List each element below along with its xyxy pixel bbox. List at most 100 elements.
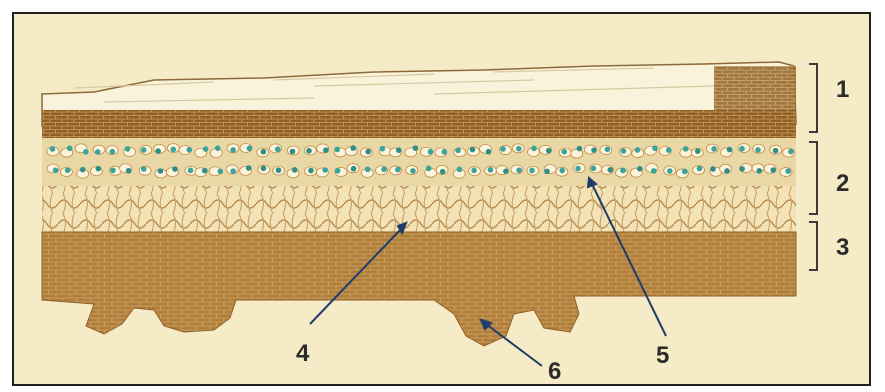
cell-nucleus [455,148,461,154]
layer-label-3: 3 [836,234,849,262]
cell-nucleus [323,147,329,153]
cell-nucleus [711,146,717,152]
cell-nucleus [575,166,581,172]
cell-nucleus [488,167,494,173]
cell-nucleus [531,146,537,152]
cell-nucleus [350,145,356,151]
cell-nucleus [683,146,689,152]
cell-nucleus [605,147,611,153]
cell-nucleus [306,148,312,154]
cell-nucleus [621,148,627,154]
cell-nucleus [80,167,86,173]
cell-nucleus [516,146,522,152]
cell-nucleus [247,146,253,152]
layer-2-mesh [42,186,796,232]
cell-nucleus [697,166,703,172]
cell-nucleus [308,168,314,174]
cell-nucleus [351,166,357,172]
layer-3-cells [42,232,796,346]
cell-nucleus [710,166,716,172]
cell-nucleus [365,149,371,155]
cell-nucleus [322,167,328,173]
cell-nucleus [426,166,432,172]
layer-brackets [809,64,817,270]
cell-nucleus [261,166,267,172]
cell-nucleus [187,147,193,153]
cell-nucleus [410,168,416,174]
cell-nucleus [230,168,236,174]
cell-nucleus [666,147,672,153]
cell-nucleus [620,168,626,174]
cell-nucleus [188,168,194,174]
pointer-label-5: 5 [656,342,669,370]
cell-nucleus [126,168,132,174]
cell-nucleus [96,166,102,172]
cell-nucleus [546,148,552,154]
layer-1-cells [42,110,796,138]
cell-nucleus [53,168,59,174]
cell-nucleus [544,169,550,175]
cell-nucleus [110,149,116,155]
cell-nucleus [67,146,73,152]
cell-nucleus [724,168,730,174]
cell-nucleus [727,147,733,153]
cell-nucleus [203,146,209,152]
cell-nucleus [785,168,791,174]
layer-label-2: 2 [836,170,849,198]
cell-nucleus [739,166,745,172]
cell-nucleus [591,147,597,153]
cell-nucleus [202,168,208,174]
cell-nucleus [470,147,476,153]
cell-nucleus [652,145,658,151]
cell-nucleus [290,149,296,155]
cell-nucleus [170,147,176,153]
cell-nucleus [773,148,779,154]
cell-nucleus [50,146,56,152]
cell-nucleus [591,166,597,172]
cell-nucleus [788,149,794,155]
cell-nucleus [667,168,673,174]
cell-nucleus [155,148,161,154]
cell-nucleus [428,149,434,155]
cell-nucleus [395,167,401,173]
cell-nucleus [275,146,281,152]
cell-nucleus [218,169,224,175]
cell-nucleus [95,149,101,155]
cell-nucleus [471,168,477,174]
cell-nucleus [637,166,643,172]
cell-nucleus [771,167,777,173]
diagram-frame: 1 2 3 4 5 6 [12,12,871,386]
cell-nucleus [529,168,535,174]
cell-nucleus [500,146,506,152]
cell-nucleus [141,147,147,153]
cell-nucleus [577,146,583,152]
pointer-label-6: 6 [548,358,561,386]
cell-nucleus [635,147,641,153]
cell-nucleus [172,166,178,172]
cell-nucleus [158,168,164,174]
cell-nucleus [486,149,492,155]
cell-nucleus [292,167,298,173]
cell-nucleus [682,169,688,175]
cell-nucleus [365,167,371,173]
cell-nucleus [215,145,221,151]
cell-nucleus [396,147,402,153]
cell-nucleus [381,167,387,173]
cell-nucleus [503,168,509,174]
cell-nucleus [457,167,463,173]
cell-nucleus [276,167,282,173]
cell-nucleus [380,146,386,152]
cell-nucleus [413,145,419,151]
cell-nucleus [230,147,236,153]
cell-nucleus [335,168,341,174]
cell-nucleus [561,149,567,155]
cell-nucleus [739,146,745,152]
cell-nucleus [125,146,131,152]
cell-nucleus [607,167,613,173]
cell-nucleus [141,166,147,172]
cell-nucleus [442,149,448,155]
cell-nucleus [110,168,116,174]
cell-nucleus [695,148,701,154]
cell-nucleus [65,167,71,173]
cell-nucleus [756,168,762,174]
